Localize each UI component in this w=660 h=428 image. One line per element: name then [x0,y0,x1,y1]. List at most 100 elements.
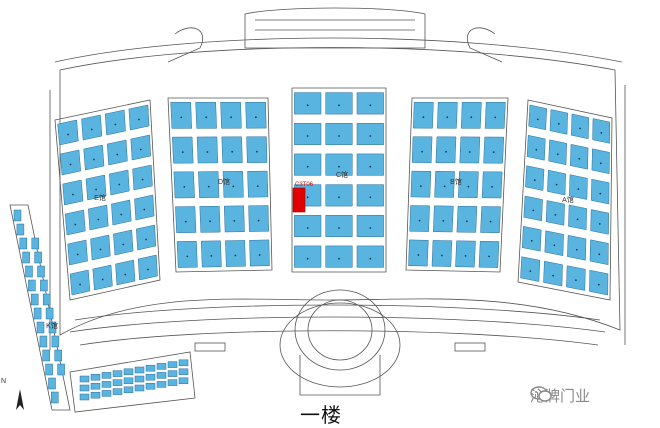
booth[interactable] [481,171,503,199]
booth[interactable] [411,136,433,163]
booth[interactable] [128,104,150,131]
booth[interactable] [413,102,434,129]
booth[interactable] [544,230,564,257]
booth[interactable] [101,372,112,379]
booth[interactable] [223,205,245,233]
booth[interactable] [57,119,79,146]
booth[interactable] [79,393,90,401]
booth[interactable] [225,240,246,267]
booth[interactable] [178,368,189,376]
booth[interactable] [245,102,267,129]
booth[interactable] [458,171,479,198]
booth[interactable] [90,234,111,261]
booth[interactable] [178,377,189,385]
booth[interactable] [571,113,590,140]
booth[interactable] [195,102,217,129]
booth[interactable] [547,169,566,196]
booth[interactable] [549,109,568,135]
booth[interactable] [112,379,123,386]
booth[interactable] [54,349,62,362]
booth[interactable] [222,171,244,198]
booth[interactable] [409,205,430,232]
booth[interactable] [526,134,546,161]
booth[interactable] [294,92,322,115]
booth[interactable] [325,153,353,176]
booth[interactable] [42,349,50,362]
booth[interactable] [79,384,90,392]
booth[interactable] [167,361,178,368]
booth[interactable] [130,134,151,161]
booth[interactable] [175,206,197,234]
booth[interactable] [356,245,384,268]
booth[interactable] [592,118,611,144]
booth[interactable] [13,209,22,222]
booth[interactable] [90,391,101,399]
booth[interactable] [69,269,91,296]
booth[interactable] [123,386,134,394]
booth[interactable] [410,170,432,198]
booth[interactable] [137,254,158,281]
booth[interactable] [480,206,501,234]
booth[interactable] [34,251,42,264]
booth[interactable] [456,205,478,233]
booth[interactable] [112,370,123,377]
booth[interactable] [566,265,586,291]
booth[interactable] [132,164,153,191]
booth[interactable] [51,391,59,404]
booth[interactable] [591,148,610,175]
booth[interactable] [134,384,145,392]
booth[interactable] [247,170,269,198]
booth[interactable] [356,153,384,176]
booth[interactable] [484,102,506,129]
booth[interactable] [294,245,322,268]
booth[interactable] [198,171,220,198]
booth[interactable] [90,373,101,381]
booth[interactable] [88,204,109,231]
booth[interactable] [178,359,189,367]
booth[interactable] [176,240,198,268]
booth[interactable] [521,225,542,252]
booth[interactable] [294,215,322,237]
booth[interactable] [83,144,105,171]
booth[interactable] [16,223,25,236]
booth[interactable] [325,123,353,145]
booth[interactable] [112,388,123,395]
booth[interactable] [356,184,384,207]
booth[interactable] [325,215,353,237]
booth[interactable] [431,240,453,267]
booth[interactable] [104,109,126,136]
booth[interactable] [589,269,609,296]
booth[interactable] [109,169,130,196]
booth[interactable] [85,174,107,201]
booth[interactable] [590,209,609,235]
booth[interactable] [437,102,458,129]
booth[interactable] [145,364,156,372]
booth[interactable] [435,136,457,164]
booth[interactable] [45,363,53,376]
booth[interactable] [325,92,353,115]
booth[interactable] [548,139,567,166]
booth[interactable] [156,363,167,370]
booth[interactable] [200,240,222,268]
booth[interactable] [196,136,219,164]
booth[interactable] [356,92,384,115]
booth[interactable] [136,224,157,251]
booth[interactable] [356,123,384,145]
booth[interactable] [525,165,545,191]
booth[interactable] [589,239,609,266]
booth[interactable] [115,259,136,286]
booth[interactable] [64,209,86,236]
booth[interactable] [567,234,587,261]
booth[interactable] [199,205,221,233]
booth[interactable] [123,377,134,385]
booth[interactable] [523,195,543,222]
booth[interactable] [57,363,65,376]
booth[interactable] [528,104,547,131]
booth[interactable] [221,136,243,164]
booth[interactable] [170,102,192,129]
booth[interactable] [81,114,103,141]
booth[interactable] [51,335,60,348]
booth[interactable] [101,390,112,397]
booth[interactable] [172,136,194,164]
highlighted-booth[interactable] [292,187,306,213]
